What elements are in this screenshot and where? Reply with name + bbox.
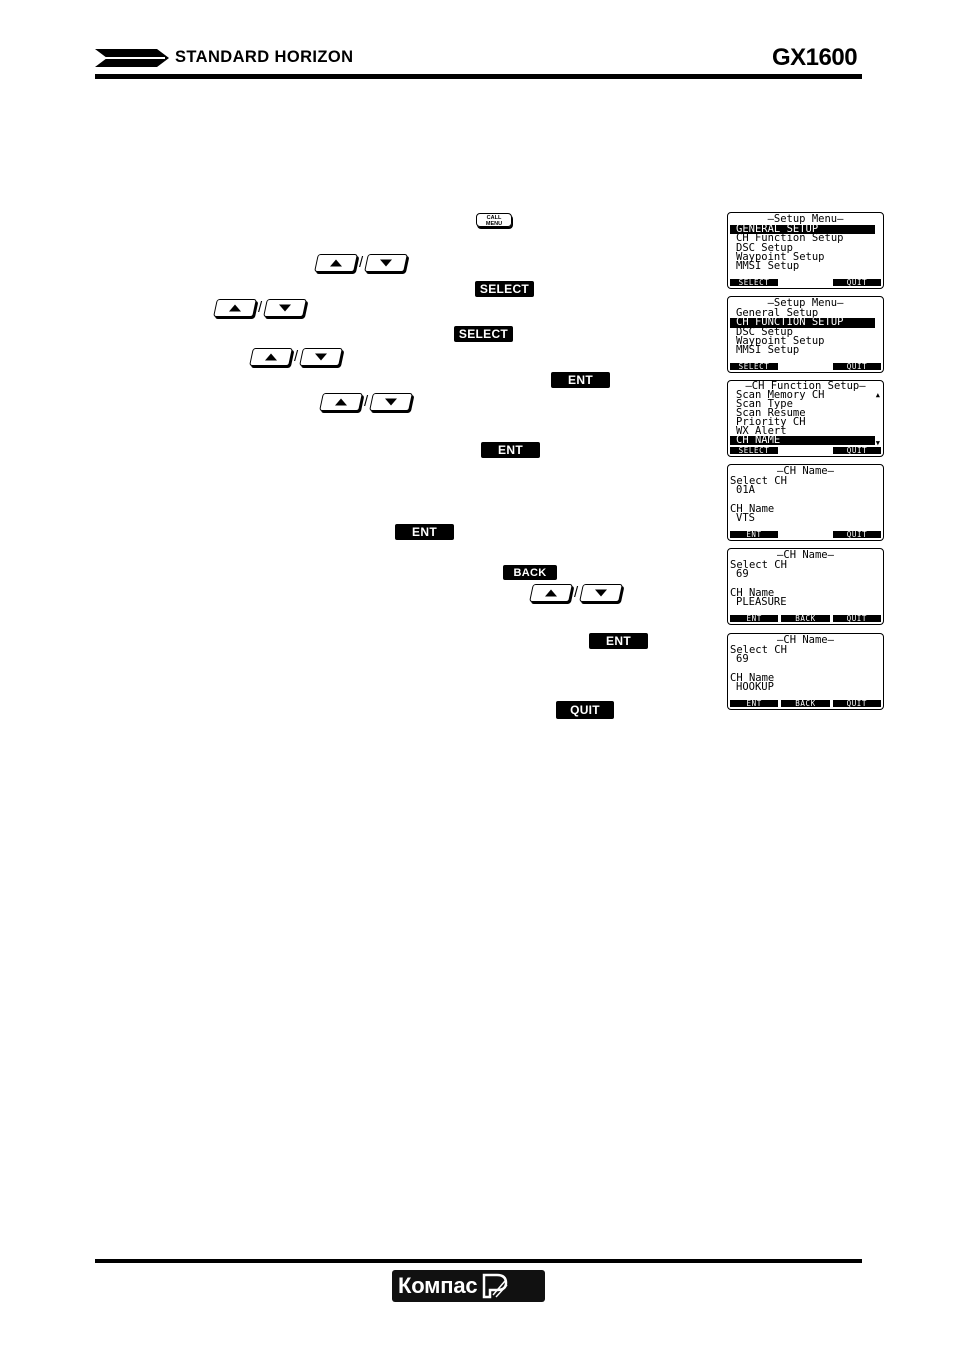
menu-item: Scan Type xyxy=(736,398,793,410)
ent-key: ENT xyxy=(481,442,540,458)
lcd-softkey: SELECT xyxy=(730,363,778,370)
menu-item: CH Function Setup xyxy=(736,232,844,245)
menu-item: DSC Setup xyxy=(736,325,793,338)
kompas-logo: Компас xyxy=(392,1270,545,1302)
channel-name: VTS xyxy=(736,512,755,525)
call-menu-key: CALL MENU xyxy=(476,213,512,227)
kompas-logo-text: Компас xyxy=(398,1273,478,1298)
menu-item: Waypoint Setup xyxy=(736,250,825,263)
lcd-softkey: ENT xyxy=(730,700,779,707)
quit-key: QUIT xyxy=(556,701,614,719)
up-down-keys: / xyxy=(314,254,409,272)
channel-number: 69 xyxy=(736,653,749,666)
lcd-softkey: QUIT xyxy=(833,531,881,538)
lcd-ch-name-pleasure: —CH Name— Select CH 69 CH Name PLEASURE … xyxy=(727,548,884,625)
lcd-setup-menu-ch-function: —Setup Menu— General Setup CH FUNCTION S… xyxy=(727,296,884,373)
up-arrow-icon xyxy=(529,584,573,602)
menu-item: Scan Resume xyxy=(736,407,806,419)
lcd-ch-function-setup: —CH Function Setup— Scan Memory CH Scan … xyxy=(727,380,884,457)
up-arrow-icon xyxy=(314,254,358,272)
scroll-down-icon: ▼ xyxy=(875,439,880,447)
ent-key: ENT xyxy=(551,372,610,388)
lcd-softkey: ENT xyxy=(730,615,779,622)
down-arrow-icon xyxy=(299,348,344,366)
up-arrow-icon xyxy=(213,299,257,317)
ch-name-label: CH Name xyxy=(730,502,775,515)
ent-key: ENT xyxy=(589,633,648,649)
menu-item: MMSI Setup xyxy=(736,260,800,273)
menu-item: Scan Memory CH xyxy=(736,389,825,401)
menu-item: Waypoint Setup xyxy=(736,334,825,347)
model-name: GX1600 xyxy=(772,44,858,71)
up-arrow-icon xyxy=(319,393,363,411)
footer-rule xyxy=(95,1259,862,1263)
lcd-softkey: QUIT xyxy=(832,700,881,707)
menu-item-highlighted: GENERAL SETUP xyxy=(730,224,875,234)
channel-name: HOOKUP xyxy=(736,681,774,694)
lcd-softkey: QUIT xyxy=(832,615,881,622)
select-ch-label: Select CH xyxy=(730,475,787,487)
menu-item-highlighted: CH FUNCTION SETUP xyxy=(730,317,875,328)
select-ch-label: Select CH xyxy=(730,559,787,571)
up-down-keys: / xyxy=(249,348,344,366)
down-arrow-icon xyxy=(263,299,308,317)
lcd-setup-menu-general: —Setup Menu— GENERAL SETUP CH Function S… xyxy=(727,212,884,289)
up-down-keys: / xyxy=(319,393,414,411)
brand-name: STANDARD HORIZON xyxy=(175,48,354,66)
lcd-softkey: QUIT xyxy=(833,447,881,454)
menu-item-highlighted: CH NAME xyxy=(730,435,875,445)
menu-item: Priority CH xyxy=(736,416,806,428)
back-key: BACK xyxy=(503,565,557,580)
menu-item: DSC Setup xyxy=(736,241,793,254)
menu-item: WX Alert xyxy=(736,425,787,437)
header-rule xyxy=(95,74,862,79)
select-ch-label: Select CH xyxy=(730,644,787,656)
down-arrow-icon xyxy=(579,584,624,602)
standard-horizon-logo-icon xyxy=(95,49,169,67)
lcd-softkey: ENT xyxy=(730,531,778,538)
up-down-keys: / xyxy=(529,584,624,602)
lcd-ch-name-01a: —CH Name— Select CH 01A CH Name VTS ENT … xyxy=(727,464,884,541)
lcd-softkey: SELECT xyxy=(730,279,778,286)
ch-name-label: CH Name xyxy=(730,586,775,599)
menu-item: MMSI Setup xyxy=(736,344,800,357)
lcd-softkey: BACK xyxy=(781,700,830,707)
kompas-mark-icon xyxy=(483,1273,508,1299)
down-arrow-icon xyxy=(369,393,414,411)
channel-number: 01A xyxy=(736,484,755,497)
channel-number: 69 xyxy=(736,568,749,581)
lcd-softkey: QUIT xyxy=(833,279,881,286)
select-key: SELECT xyxy=(475,281,534,297)
up-arrow-icon xyxy=(249,348,293,366)
down-arrow-icon xyxy=(364,254,409,272)
select-key: SELECT xyxy=(454,326,513,342)
channel-name: PLEASURE xyxy=(736,596,787,609)
lcd-ch-name-hookup: —CH Name— Select CH 69 CH Name HOOKUP EN… xyxy=(727,633,884,710)
lcd-softkey: BACK xyxy=(781,615,830,622)
scroll-up-icon: ▲ xyxy=(875,391,880,399)
ch-name-label: CH Name xyxy=(730,671,775,684)
lcd-softkey: SELECT xyxy=(730,447,778,454)
up-down-keys: / xyxy=(213,299,308,317)
lcd-softkey: QUIT xyxy=(833,363,881,370)
ent-key: ENT xyxy=(395,524,454,540)
menu-item: General Setup xyxy=(736,307,819,319)
